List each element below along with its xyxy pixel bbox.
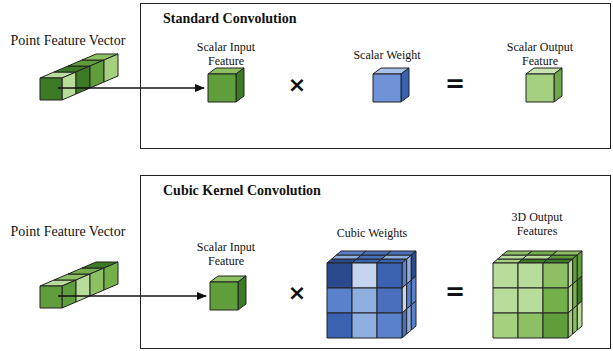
cube-cell [411,251,416,280]
cube-cell [568,284,573,313]
cube-cell [40,286,62,308]
cube-cell [62,72,76,100]
cube-cell [411,301,416,330]
cube-cell [104,54,118,82]
cube-cell [577,301,582,330]
cube-cell [573,280,578,309]
cube-cell [518,288,543,313]
panel-box: Standard Convolution [140,3,611,149]
operator-symbol: × [282,282,312,304]
cube-cell [554,68,562,102]
operator-symbol: = [440,280,470,304]
cube-cell [493,263,518,288]
label-text: Scalar Input Feature [191,240,261,269]
cube-cell [526,74,554,102]
cube-cell [373,74,401,102]
label-text: Point Feature Vector [2,33,134,50]
cube-cell [76,66,90,94]
label-text: Cubic Weights [322,226,422,240]
cube-cell [90,60,104,88]
cube-cell [62,280,76,308]
panel-title: Cubic Kernel Convolution [163,183,321,199]
cube-cell [543,313,568,338]
cube-cell [573,255,578,284]
cube-cell [377,288,402,313]
cube-cell [76,274,90,302]
label-text: Scalar Weight [337,48,437,62]
cube-cell [352,313,377,338]
label-text: 3D Output Features [492,210,582,239]
cube-cell [493,288,518,313]
panel-title: Standard Convolution [163,11,296,27]
cube-cell [236,68,244,102]
cube-cell [238,276,246,310]
operator-symbol: × [282,74,312,96]
cube-cell [377,313,402,338]
cube-cell [210,282,238,310]
cube-cell [543,263,568,288]
cube-cell [402,309,407,338]
cube-cell [407,305,412,334]
cube-cell [493,313,518,338]
cube-cell [407,255,412,284]
cube-cell [518,313,543,338]
cube-cell [352,288,377,313]
cube-cell [327,288,352,313]
label-text: Scalar Input Feature [191,40,261,69]
cube-cell [208,74,236,102]
operator-symbol: = [440,72,470,96]
cube-cell [327,313,352,338]
feature-arrow [58,87,204,89]
cube-cell [402,284,407,313]
cube-cell [377,263,402,288]
cube-cell [104,262,118,290]
cube-cell [407,280,412,309]
cube-cell [40,78,62,100]
cube-cell [568,259,573,288]
label-text: Scalar Output Feature [500,40,580,69]
label-text: Point Feature Vector [2,224,134,241]
cube-cell [352,263,377,288]
feature-arrow [58,295,206,297]
cube-cell [401,68,409,102]
cube-cell [402,259,407,288]
cube-cell [577,276,582,305]
cube-cell [577,251,582,280]
cube-cell [327,263,352,288]
cube-cell [573,305,578,334]
cube-illustrations [40,54,582,338]
cube-cell [411,276,416,305]
cube-cell [518,263,543,288]
cube-cell [543,288,568,313]
cube-cell [90,268,104,296]
cube-cell [568,309,573,338]
